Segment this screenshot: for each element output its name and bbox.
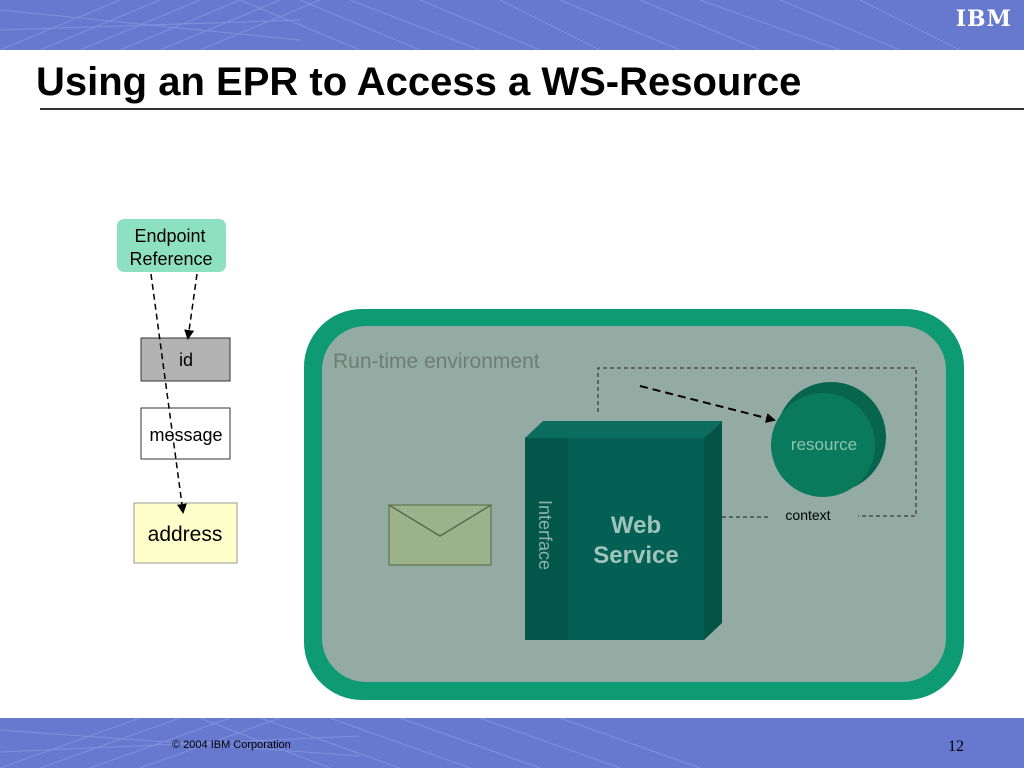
endpoint-reference-line1: Endpoint: [134, 226, 205, 246]
runtime-label: Run-time environment: [333, 350, 540, 373]
web-service-block: Interface Web Service: [525, 421, 722, 640]
page-number: 12: [948, 738, 964, 755]
message-field-box: [140, 407, 231, 460]
ibm-logo: IBM: [955, 6, 1012, 32]
endpoint-reference: Endpoint Reference: [117, 219, 226, 272]
page-title: Using an EPR to Access a WS-Resource: [36, 60, 802, 104]
resource-label: resource: [791, 435, 857, 454]
interface-label: Interface: [535, 500, 555, 570]
endpoint-reference-line2: Reference: [129, 249, 212, 269]
header-banner: IBM: [0, 0, 1024, 50]
endpoint-reference-box: [117, 219, 226, 272]
interface-face: [525, 438, 568, 640]
web-service-face: [568, 438, 704, 640]
context-boundary: [597, 367, 917, 517]
footer-pattern: [0, 718, 701, 768]
message-field-label: message: [149, 425, 222, 445]
resource-node: resource: [771, 382, 886, 497]
epr-to-id-arrow: [184, 273, 198, 340]
web-service-label-line1: Web: [611, 512, 661, 539]
id-field-label: id: [179, 350, 193, 370]
title-divider: [40, 108, 1024, 110]
web-service-label-line2: Service: [593, 542, 678, 569]
epr-fields: id message address: [133, 337, 238, 564]
context-label: context: [785, 507, 830, 523]
footer-banner: [0, 718, 1024, 768]
id-field-box: [140, 337, 231, 382]
epr-to-address-arrow: [150, 273, 187, 514]
copyright-text: © 2004 IBM Corporation: [172, 739, 291, 751]
resource-arrow: [639, 385, 776, 423]
envelope-icon: [388, 504, 492, 566]
banner-pattern: [0, 0, 961, 50]
address-field-label: address: [148, 523, 223, 546]
